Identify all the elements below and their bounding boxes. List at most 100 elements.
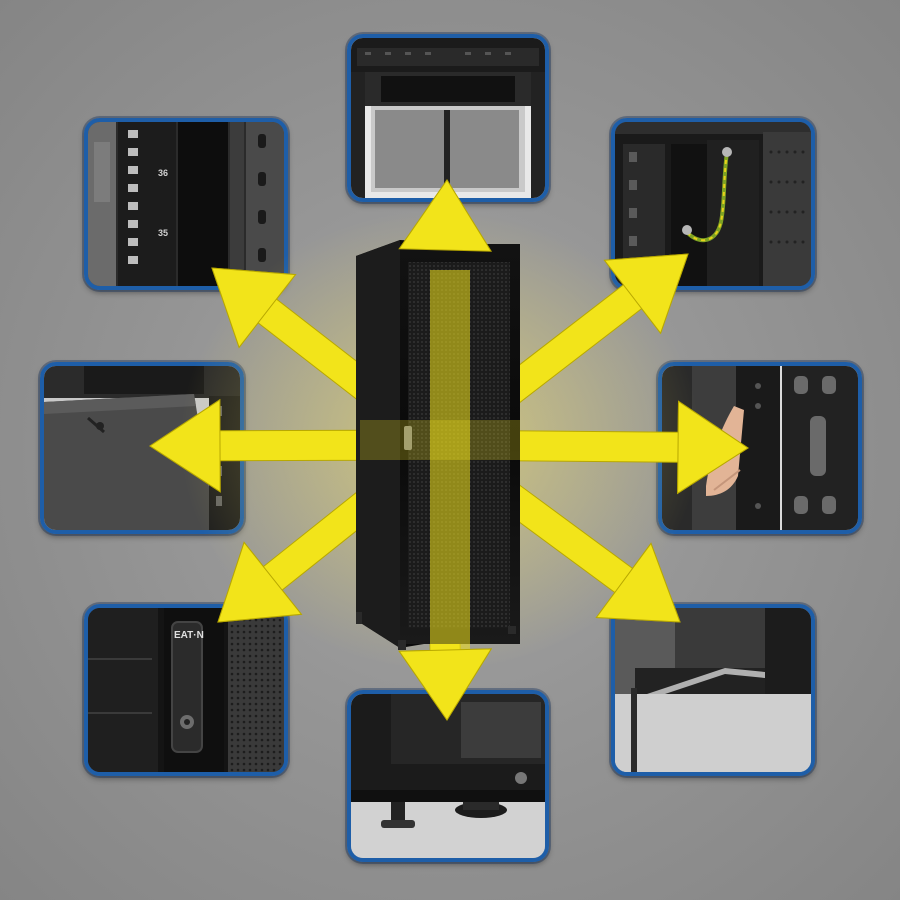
perforation-dot bbox=[272, 636, 276, 640]
perforation-dot bbox=[272, 744, 276, 748]
perforation-dot bbox=[230, 678, 234, 682]
perforation-dot bbox=[272, 756, 276, 760]
perforation-dot bbox=[230, 630, 234, 634]
perforation-dot bbox=[242, 768, 246, 772]
perforation-dot bbox=[278, 726, 282, 730]
perforation-dot bbox=[248, 708, 252, 712]
perforation-dot bbox=[260, 672, 264, 676]
perforation-dot bbox=[242, 642, 246, 646]
perforation-dot bbox=[272, 642, 276, 646]
perforation-dot bbox=[236, 762, 240, 766]
perforation-dot bbox=[278, 630, 282, 634]
perforation-dot bbox=[236, 666, 240, 670]
perforation-dot bbox=[254, 738, 258, 742]
perforation-dot bbox=[254, 720, 258, 724]
perforation-dot bbox=[266, 672, 270, 676]
perforation-dot bbox=[266, 660, 270, 664]
perforation-dot bbox=[236, 732, 240, 736]
panel-door-lock-handle: EAT·N bbox=[84, 604, 288, 776]
perforation-dot bbox=[242, 696, 246, 700]
cable-access-icon bbox=[615, 608, 811, 772]
perforation-dot bbox=[254, 732, 258, 736]
perforation-dot bbox=[260, 648, 264, 652]
panel-bottom-cable-access bbox=[611, 604, 815, 776]
perforation-dot bbox=[272, 702, 276, 706]
perforation-dot bbox=[260, 690, 264, 694]
perforation-dot bbox=[266, 624, 270, 628]
perforation-dot bbox=[230, 642, 234, 646]
arrow-left-head bbox=[149, 398, 221, 493]
perforation-dot bbox=[272, 708, 276, 712]
perforation-dot bbox=[242, 684, 246, 688]
arrow-upper-left-head bbox=[211, 267, 297, 349]
perforation-dot bbox=[236, 702, 240, 706]
perforation-dot bbox=[242, 702, 246, 706]
perforation-dot bbox=[242, 726, 246, 730]
perforation-dot bbox=[236, 714, 240, 718]
perforation-dot bbox=[272, 726, 276, 730]
perforation-dot bbox=[266, 666, 270, 670]
perforation-dot bbox=[242, 630, 246, 634]
perforation-dot bbox=[278, 762, 282, 766]
perforation-dot bbox=[242, 738, 246, 742]
perforation-dot bbox=[260, 642, 264, 646]
perforation-dot bbox=[278, 654, 282, 658]
perforation-dot bbox=[266, 696, 270, 700]
perforation-dot bbox=[278, 690, 282, 694]
perforation-dot bbox=[230, 624, 234, 628]
perforation-dot bbox=[278, 660, 282, 664]
perforation-dot bbox=[236, 690, 240, 694]
perforation-dot bbox=[278, 714, 282, 718]
perforation-dot bbox=[230, 708, 234, 712]
perforation-dot bbox=[260, 618, 264, 622]
perforation-dot bbox=[260, 744, 264, 748]
perforation-dot bbox=[236, 636, 240, 640]
perforation-dot bbox=[254, 678, 258, 682]
perforation-dot bbox=[236, 678, 240, 682]
perforation-dot bbox=[254, 756, 258, 760]
perforation-dot bbox=[230, 750, 234, 754]
perforation-dot bbox=[230, 756, 234, 760]
perforation-dot bbox=[260, 630, 264, 634]
perforation-dot bbox=[242, 648, 246, 652]
perforation-dot bbox=[236, 630, 240, 634]
perforation-dot bbox=[254, 708, 258, 712]
perforation-dot bbox=[260, 726, 264, 730]
perforation-dot bbox=[242, 690, 246, 694]
perforation-dot bbox=[230, 696, 234, 700]
perforation-dot bbox=[260, 732, 264, 736]
perforation-dot bbox=[248, 642, 252, 646]
perforation-dot bbox=[254, 684, 258, 688]
perforation-dot bbox=[236, 648, 240, 652]
perforation-dot bbox=[266, 678, 270, 682]
perforation-dot bbox=[242, 756, 246, 760]
perforation-dot bbox=[278, 720, 282, 724]
perforation-dot bbox=[242, 624, 246, 628]
perforation-dot bbox=[242, 714, 246, 718]
panel-rail-unit-markings: 36 35 bbox=[84, 118, 288, 290]
perforation-dot bbox=[254, 618, 258, 622]
perforation-dot bbox=[248, 636, 252, 640]
perforation-dot bbox=[254, 672, 258, 676]
arrow-up-head bbox=[398, 179, 493, 252]
perforation-dot bbox=[260, 684, 264, 688]
perforation-dot bbox=[254, 750, 258, 754]
perforation-dot bbox=[272, 678, 276, 682]
rail-unit-label-35: 35 bbox=[158, 228, 168, 238]
perforation-dot bbox=[260, 702, 264, 706]
perforation-dot bbox=[272, 618, 276, 622]
perforation-dot bbox=[272, 654, 276, 658]
perforation-dot bbox=[230, 660, 234, 664]
perforation-dot bbox=[272, 630, 276, 634]
perforation-dot bbox=[266, 768, 270, 772]
perforation-dot bbox=[254, 636, 258, 640]
arrow-upper-right-head bbox=[603, 253, 689, 335]
perforation-dot bbox=[242, 732, 246, 736]
perforation-dot bbox=[236, 756, 240, 760]
perforation-dot bbox=[278, 642, 282, 646]
perforation-dot bbox=[272, 648, 276, 652]
perforation-dot bbox=[248, 738, 252, 742]
perforation-dot bbox=[248, 684, 252, 688]
perforation-dot bbox=[272, 750, 276, 754]
perforation-dot bbox=[248, 678, 252, 682]
